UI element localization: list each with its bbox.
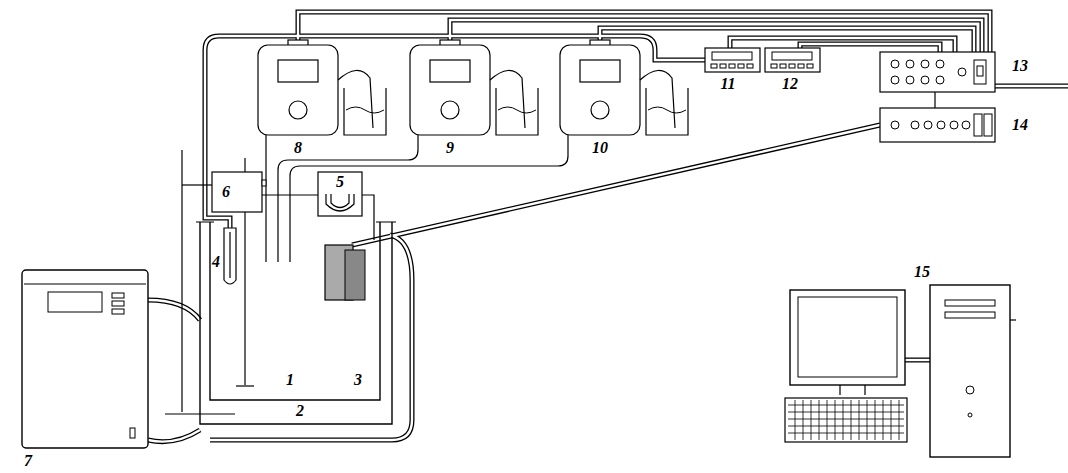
callout-number: 15	[914, 263, 930, 281]
callout-number: 2	[296, 402, 304, 420]
callout-number: 5	[336, 173, 344, 191]
callout-number: 9	[446, 139, 454, 157]
callout-number: 6	[222, 183, 230, 201]
callout-number: 4	[212, 253, 220, 271]
callout-number: 14	[1012, 116, 1028, 134]
callout-number: 1	[286, 371, 294, 389]
callout-number: 12	[782, 75, 798, 93]
callout-number: 7	[24, 452, 32, 470]
callout-number: 3	[354, 371, 362, 389]
callout-number: 8	[294, 139, 302, 157]
callout-number: 11	[720, 75, 735, 93]
callout-number: 10	[592, 139, 608, 157]
callout-number: 13	[1012, 57, 1028, 75]
